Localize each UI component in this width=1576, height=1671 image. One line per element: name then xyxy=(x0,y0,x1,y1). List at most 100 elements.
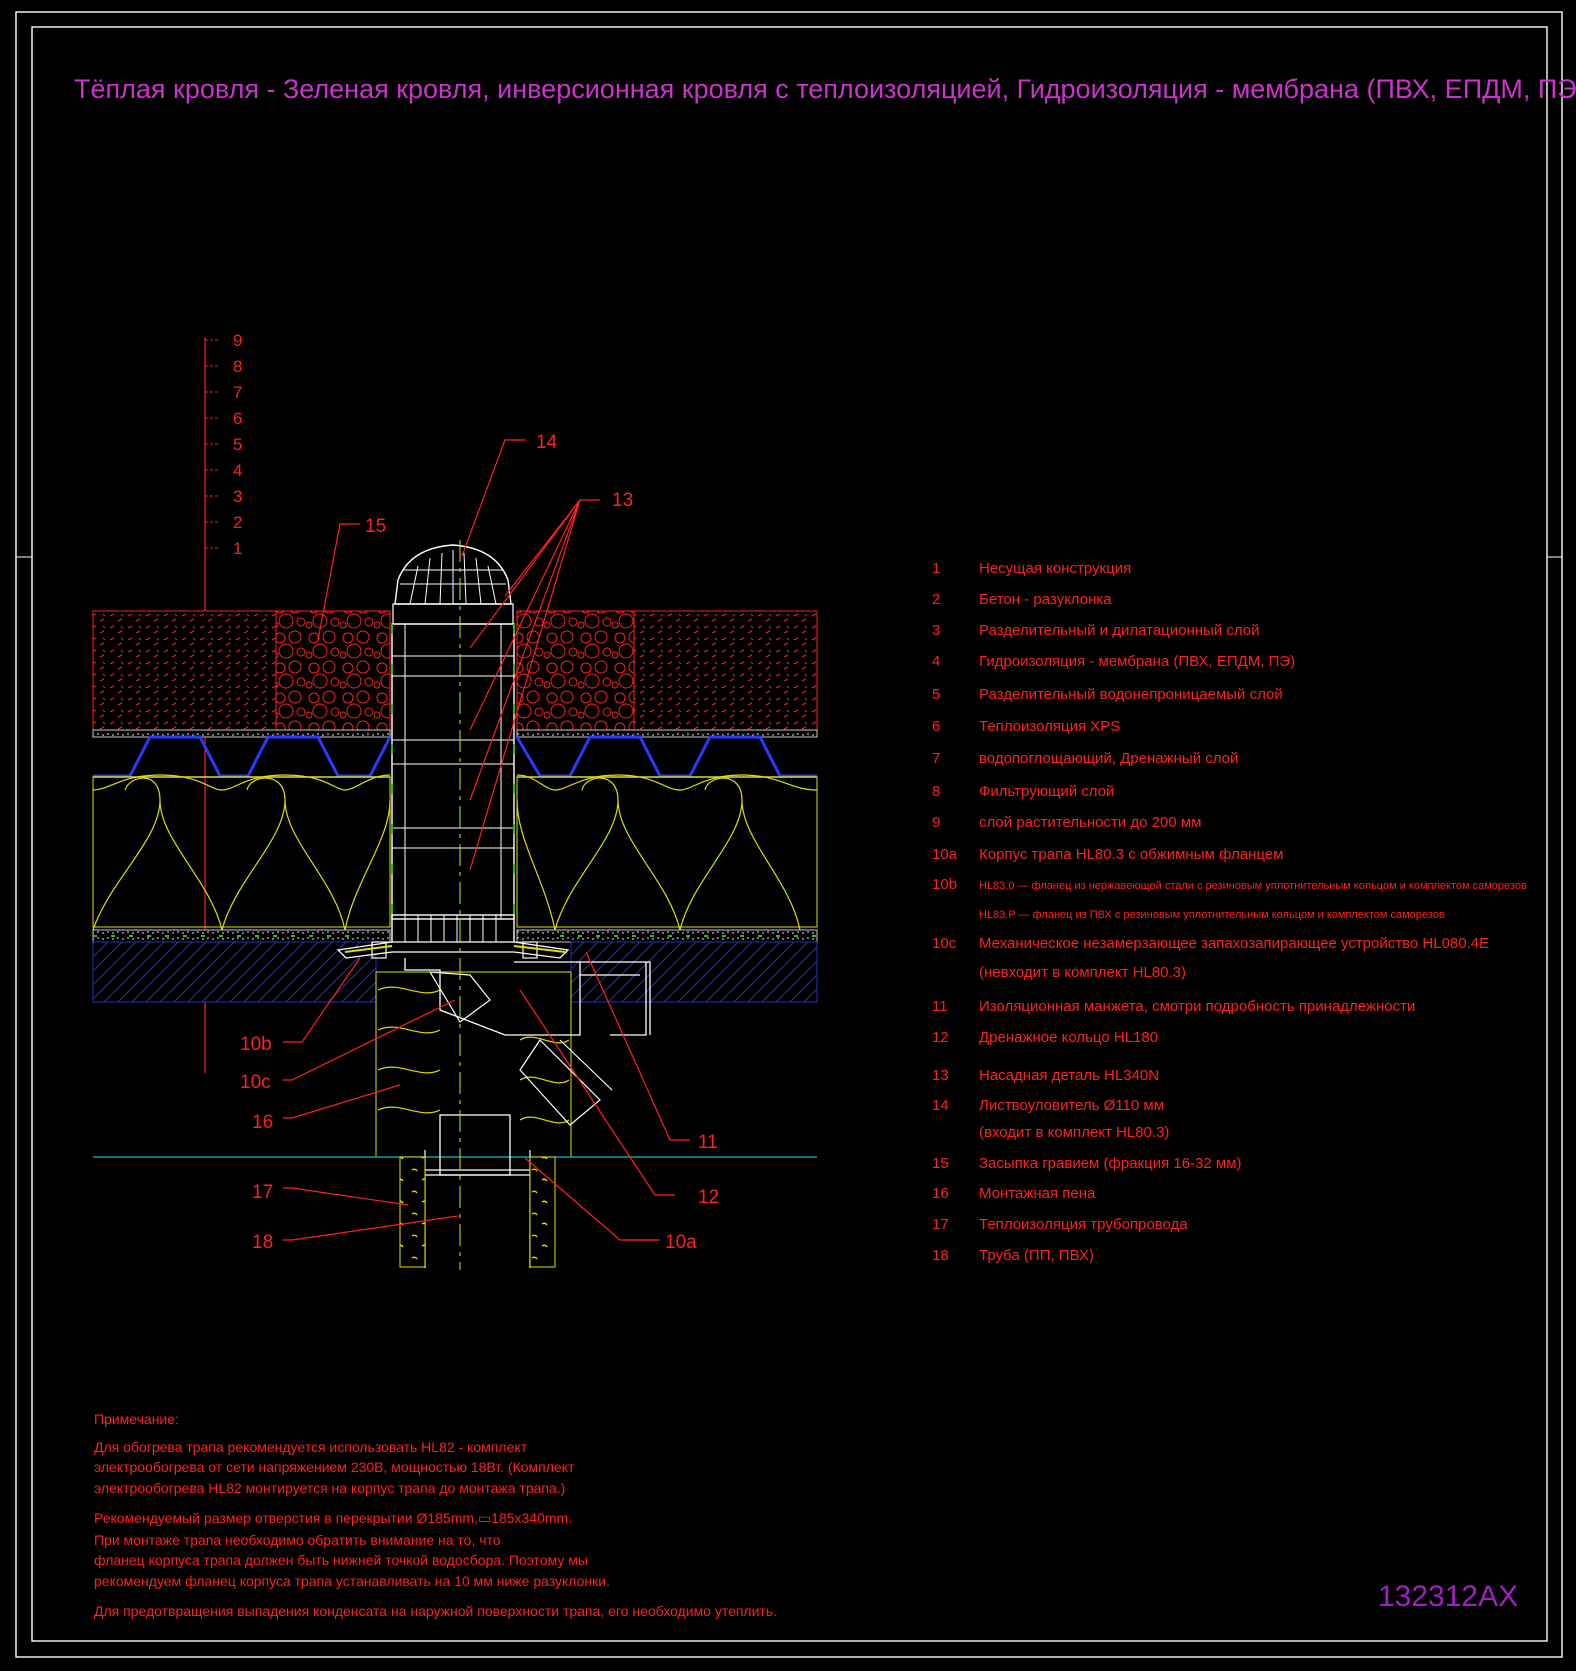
gravel-fill-left xyxy=(275,610,391,737)
legend-number: 11 xyxy=(932,998,948,1015)
note-line: рекомендуем фланец корпуса трапа устанав… xyxy=(94,1573,610,1589)
drain-assembly xyxy=(336,540,651,1270)
legend-text: Гидроизоляция - мембрана (ПВХ, ЕПДМ, ПЭ) xyxy=(979,653,1295,670)
callout-16: 16 xyxy=(252,1112,273,1133)
drainage-layer-left xyxy=(93,735,392,778)
note-line: Для обогрева трапа рекомендуется использ… xyxy=(94,1439,528,1455)
legend-number: 17 xyxy=(932,1216,949,1233)
leader-17 xyxy=(283,1187,409,1206)
xps-insulation-right xyxy=(516,776,818,928)
pipe-insulation-right xyxy=(529,1156,556,1268)
note-line: фланец корпуса трапа должен быть нижней … xyxy=(94,1552,588,1568)
legend-text: Корпус трапа HL80.3 с обжимным фланцем xyxy=(979,846,1283,863)
legend-text: Монтажная пена xyxy=(979,1185,1096,1202)
soil-layer-right xyxy=(633,610,818,737)
pipe-insulation-left xyxy=(399,1156,426,1268)
xps-wave-right xyxy=(516,777,801,931)
outlet-elbow xyxy=(519,1039,613,1126)
legend-number: 3 xyxy=(932,622,940,639)
layer-scale-label: 9 xyxy=(233,331,242,350)
slab-opening xyxy=(93,971,817,1158)
note-line: При монтаже трапа необходимо обратить вн… xyxy=(94,1532,501,1548)
legend-number: 15 xyxy=(932,1155,949,1172)
concrete-slab-right xyxy=(570,941,818,1003)
legend-text: (невходит в комплект HL80.3) xyxy=(979,964,1186,981)
leader-13 xyxy=(469,499,600,871)
legend-text: Труба (ПП, ПВХ) xyxy=(979,1247,1094,1264)
leader-lines xyxy=(283,439,690,1241)
callout-10c: 10c xyxy=(240,1072,271,1093)
legend-number: 5 xyxy=(932,686,940,703)
filter-layer-left xyxy=(92,729,391,738)
layer-scale-label: 2 xyxy=(233,513,242,532)
note-line: Для предотвращения выпадения конденсата … xyxy=(94,1603,777,1619)
callout-17: 17 xyxy=(252,1182,273,1203)
leader-15 xyxy=(317,523,360,641)
note-line: электрообогрева HL82 монтируется на корп… xyxy=(94,1480,565,1496)
page-title: Тёплая кровля - Зеленая кровля, инверсио… xyxy=(74,74,1576,104)
layer-scale-label: 3 xyxy=(233,487,242,506)
legend-text: Разделительный и дилатационный слой xyxy=(979,622,1260,639)
leader-14 xyxy=(461,439,525,557)
legend-number: 10b xyxy=(932,876,957,893)
layer-scale-label: 8 xyxy=(233,357,242,376)
leader-11 xyxy=(585,951,690,1141)
downpipe xyxy=(424,1230,531,1268)
legend-number: 16 xyxy=(932,1185,949,1202)
flange-bolt-right xyxy=(522,941,538,959)
legend-text: водопоглощающий, Дренажный слой xyxy=(979,750,1238,767)
outlet-spigot xyxy=(439,1114,511,1176)
legend-text: HL83.0 — фланец из нержавеющей стали с р… xyxy=(979,880,1527,892)
drainage-layer-right xyxy=(515,735,817,778)
foam-wave xyxy=(377,986,570,1124)
legend-text: (входит в комплект HL80.3) xyxy=(979,1124,1169,1141)
callouts: 14 13 15 10b 10c 16 17 18 11 12 10a xyxy=(240,432,719,1253)
leader-10a xyxy=(524,1157,660,1241)
legend-text: HL83.P — фланец из ПВХ с резиновым уплот… xyxy=(979,909,1445,921)
concrete-slab-left xyxy=(92,941,377,1003)
legend-number: 10a xyxy=(932,846,958,863)
legend-number: 12 xyxy=(932,1029,949,1046)
xps-insulation-left xyxy=(92,776,391,928)
gravel-fill-right xyxy=(516,610,635,737)
legend-text: Разделительный водонепроницаемый слой xyxy=(979,686,1283,703)
leader-18 xyxy=(283,1215,459,1241)
legend-text: Листвоуловитель Ø110 мм xyxy=(979,1097,1164,1114)
callout-18: 18 xyxy=(252,1232,273,1253)
callout-13: 13 xyxy=(612,490,633,511)
outer-frame xyxy=(15,11,1563,1658)
legend-text: слой растительности до 200 мм xyxy=(979,814,1201,831)
notes: Примечание: Для обогрева трапа рекомендуе… xyxy=(94,1411,777,1619)
leader-12 xyxy=(519,989,675,1196)
legend-number: 13 xyxy=(932,1067,949,1084)
legend-text: Бетон - разуклонка xyxy=(979,591,1112,608)
notes-heading: Примечание: xyxy=(94,1411,179,1427)
callout-10a: 10a xyxy=(665,1232,697,1253)
inner-frame xyxy=(31,26,1548,1642)
legend-number: 4 xyxy=(932,653,940,670)
legend-number: 8 xyxy=(932,783,940,800)
callout-11: 11 xyxy=(698,1132,718,1153)
note-line: электрообогрева от сети напряжением 230В… xyxy=(94,1459,575,1475)
roof-section-right xyxy=(515,610,818,1003)
legend-text: Изоляционная манжета, смотри подробность… xyxy=(979,998,1415,1015)
legend-number: 9 xyxy=(932,814,940,831)
leader-10c xyxy=(283,999,456,1081)
callout-15: 15 xyxy=(365,516,386,537)
side-outlet xyxy=(580,961,651,1036)
layer-scale-label: 1 xyxy=(233,539,242,558)
legend-number: 6 xyxy=(932,718,940,735)
legend-text: Насадная деталь HL340N xyxy=(979,1067,1159,1084)
clamping-flange xyxy=(336,941,570,959)
legend-number: 7 xyxy=(932,750,940,767)
drawing-code: 132312AX xyxy=(1378,1580,1518,1613)
soil-layer-left xyxy=(92,610,277,737)
legend-number: 14 xyxy=(932,1097,949,1114)
legend-text: Механическое незамерзающее запахозапираю… xyxy=(979,935,1489,952)
xps-wave-left-2 xyxy=(92,774,391,791)
legend-text: Дренажное кольцо HL180 xyxy=(979,1029,1158,1046)
legend-number: 10c xyxy=(932,935,957,952)
